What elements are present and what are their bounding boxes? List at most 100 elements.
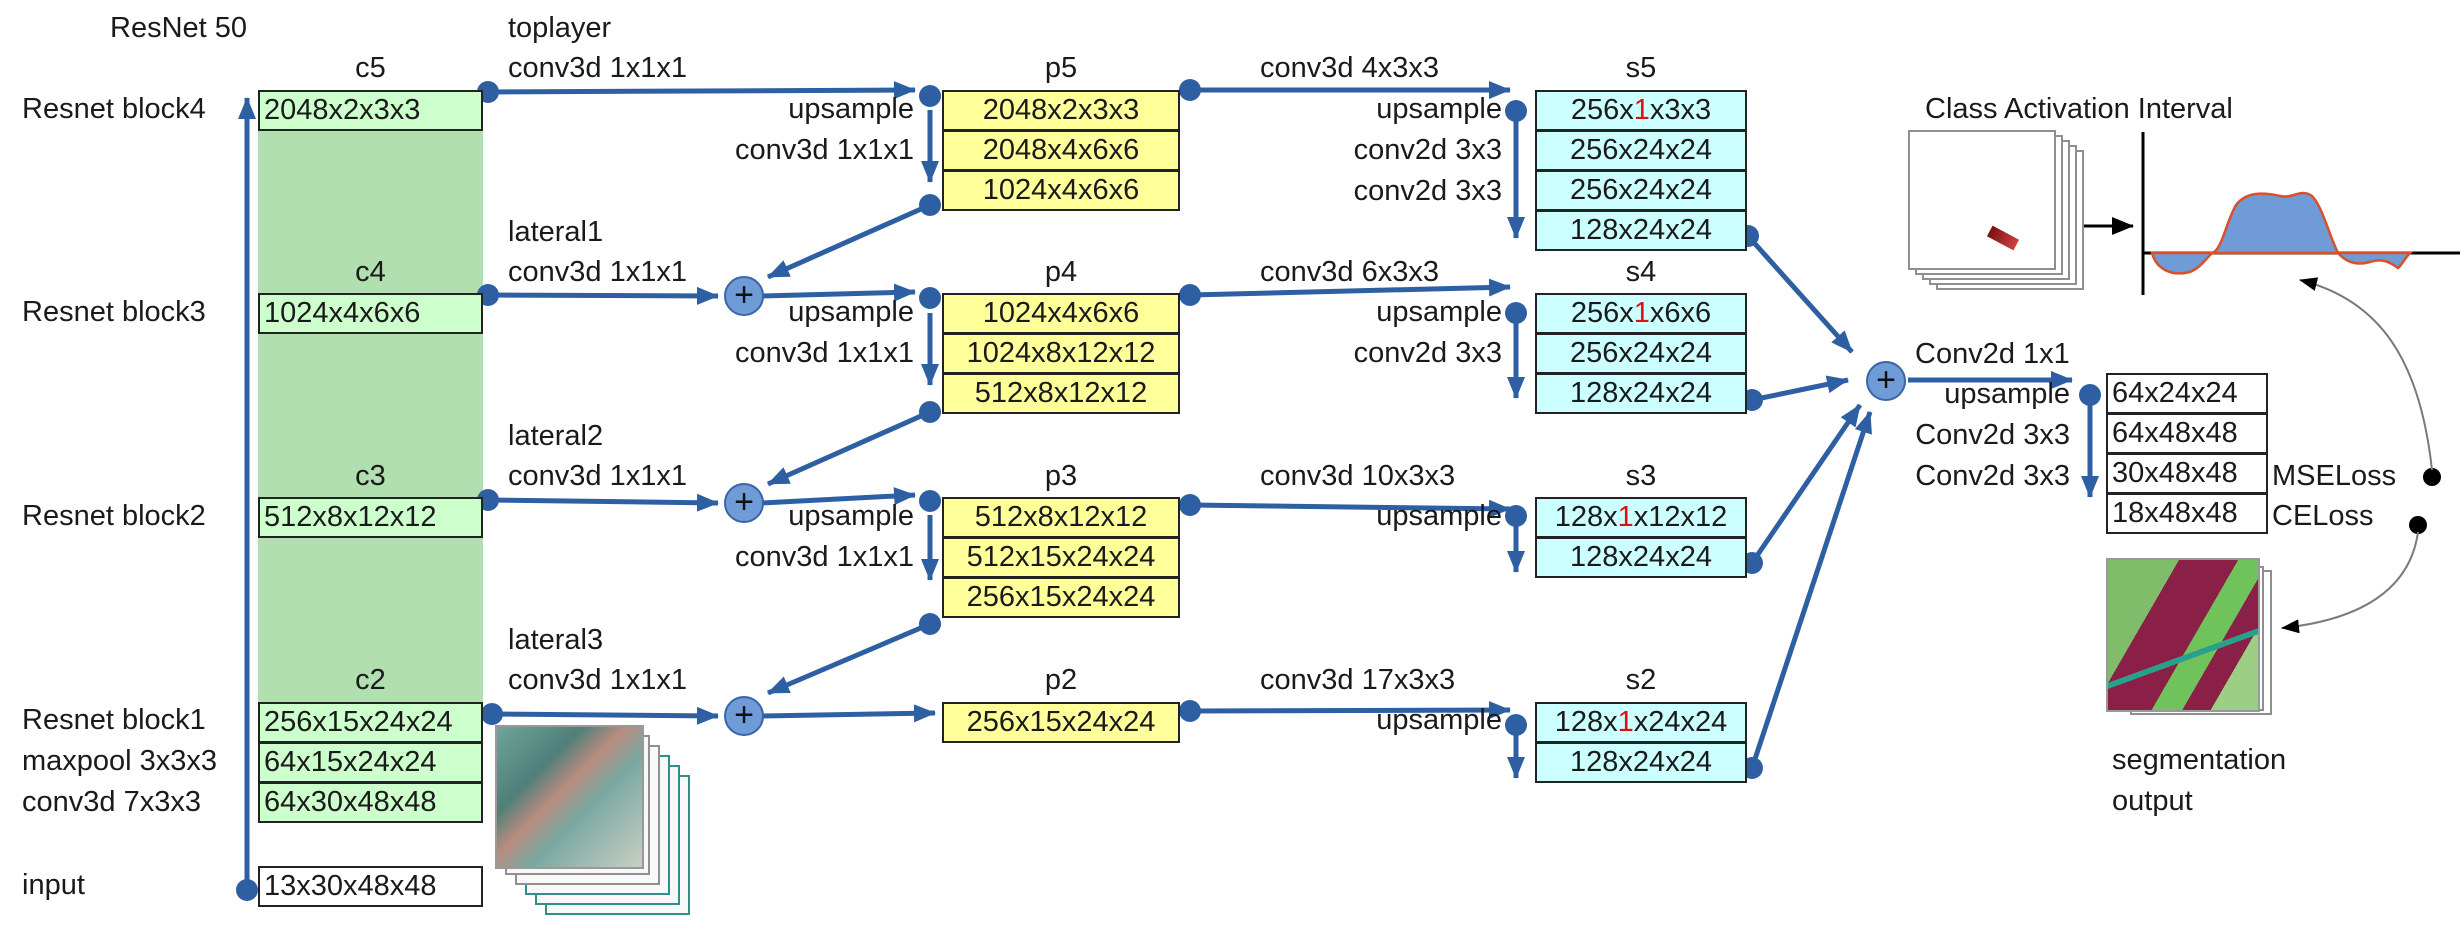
lateral2-op: conv3d 1x1x1 bbox=[508, 460, 687, 492]
s5-upsample-label: upsample bbox=[1376, 93, 1502, 125]
p3-upsample-label: upsample bbox=[788, 500, 914, 532]
plus2-to-p3 bbox=[761, 487, 916, 506]
mse-loss-label: MSELoss bbox=[2272, 460, 2397, 492]
c3-label: c3 bbox=[355, 460, 386, 492]
head-box-2: 30x48x48 bbox=[2106, 453, 2268, 494]
lateral3-op: conv3d 1x1x1 bbox=[508, 664, 687, 696]
c3-box: 512x8x12x12 bbox=[258, 497, 483, 538]
s2-to-sum bbox=[1749, 411, 1873, 769]
s4-box-1: 256x24x24 bbox=[1535, 333, 1747, 374]
lateral1-name: lateral1 bbox=[508, 216, 604, 248]
p3-box-0: 512x8x12x12 bbox=[942, 497, 1180, 538]
maxpool-box: 64x15x24x24 bbox=[258, 742, 483, 783]
p2-box-0: 256x15x24x24 bbox=[942, 702, 1180, 743]
s2-box-0: 128x1x24x24 bbox=[1535, 702, 1747, 743]
lateral2-arrow bbox=[487, 493, 719, 512]
s2-label: s2 bbox=[1625, 664, 1657, 696]
conv-6x3x3-label: conv3d 6x3x3 bbox=[1260, 256, 1439, 288]
row-label-block3: Resnet block3 bbox=[22, 296, 206, 328]
p4-box-0: 1024x4x6x6 bbox=[942, 293, 1180, 334]
s5-box-0: 256x1x3x3 bbox=[1535, 90, 1747, 131]
mse-to-cai-arrow bbox=[2299, 277, 2433, 471]
cai-input-stack bbox=[1908, 130, 2088, 295]
s4-to-sum bbox=[1751, 375, 1849, 403]
seg-output-label-2: output bbox=[2112, 785, 2193, 817]
cai-title: Class Activation Interval bbox=[1925, 93, 2233, 125]
p3-to-plus3 bbox=[767, 621, 931, 696]
s4-label: s4 bbox=[1625, 256, 1657, 288]
p5-box-0: 2048x2x3x3 bbox=[942, 90, 1180, 131]
p3-box-2: 256x15x24x24 bbox=[942, 577, 1180, 618]
s3-box-0: 128x1x12x12 bbox=[1535, 497, 1747, 538]
c4-box: 1024x4x6x6 bbox=[258, 293, 483, 334]
c2-label: c2 bbox=[355, 664, 386, 696]
p4-conv-label: conv3d 1x1x1 bbox=[735, 337, 914, 369]
ce-to-seg-arrow bbox=[2281, 531, 2419, 634]
s4-box-2: 128x24x24 bbox=[1535, 373, 1747, 414]
row-label-conv3d: conv3d 7x3x3 bbox=[22, 786, 201, 818]
backbone-column bbox=[258, 90, 483, 785]
s5-box-2: 256x24x24 bbox=[1535, 170, 1747, 211]
head-box-0: 64x24x24 bbox=[2106, 373, 2268, 414]
seg-output-label-1: segmentation bbox=[2112, 744, 2287, 776]
p4-box-1: 1024x8x12x12 bbox=[942, 333, 1180, 374]
s2-upsample-label: upsample bbox=[1376, 704, 1502, 736]
c2-box: 256x15x24x24 bbox=[258, 702, 483, 743]
row-label-input: input bbox=[22, 869, 85, 901]
lateral3-arrow bbox=[491, 706, 719, 725]
lateral1-arrow bbox=[487, 286, 719, 305]
resnet-title: ResNet 50 bbox=[110, 12, 248, 44]
sum-node-3: + bbox=[724, 696, 764, 736]
row-label-block4: Resnet block4 bbox=[22, 93, 206, 125]
head-box-1: 64x48x48 bbox=[2106, 413, 2268, 454]
head-upsample-label: upsample bbox=[1944, 378, 2070, 410]
conv-6x3x3-arrow bbox=[1189, 278, 1511, 298]
plus3-to-p2 bbox=[761, 704, 936, 723]
c5-box: 2048x2x3x3 bbox=[258, 90, 483, 131]
p3-conv-label: conv3d 1x1x1 bbox=[735, 541, 914, 573]
s3-box-1: 128x24x24 bbox=[1535, 537, 1747, 578]
row-label-block1: Resnet block1 bbox=[22, 704, 206, 736]
s5-box-1: 256x24x24 bbox=[1535, 130, 1747, 171]
p3-box-1: 512x15x24x24 bbox=[942, 537, 1180, 578]
input-image-stack bbox=[495, 725, 695, 915]
conv-17x3x3-arrow bbox=[1189, 701, 1511, 720]
conv-17x3x3-label: conv3d 17x3x3 bbox=[1260, 664, 1456, 696]
p4-upsample-label: upsample bbox=[788, 296, 914, 328]
p4-box-2: 512x8x12x12 bbox=[942, 373, 1180, 414]
p2-label: p2 bbox=[1044, 664, 1078, 696]
s5-box-3: 128x24x24 bbox=[1535, 210, 1747, 251]
class-activation-plot bbox=[1995, 132, 2460, 295]
plus1-to-p4 bbox=[761, 283, 916, 302]
head-conv3x3-label-b: Conv2d 3x3 bbox=[1915, 460, 2070, 492]
final-sum-node: + bbox=[1866, 361, 1906, 401]
segmentation-output-stack bbox=[2106, 558, 2276, 718]
lateral3-name: lateral3 bbox=[508, 624, 604, 656]
head-conv3x3-label-a: Conv2d 3x3 bbox=[1915, 419, 2070, 451]
toplayer-name: toplayer bbox=[508, 12, 612, 44]
toplayer-arrow bbox=[487, 81, 916, 100]
conv-10x3x3-label: conv3d 10x3x3 bbox=[1260, 460, 1456, 492]
c4-label: c4 bbox=[355, 256, 386, 288]
s5-label: s5 bbox=[1625, 52, 1657, 84]
s3-to-sum bbox=[1749, 403, 1863, 565]
p5-box-1: 2048x4x6x6 bbox=[942, 130, 1180, 171]
input-box: 13x30x48x48 bbox=[258, 866, 483, 907]
c5-label: c5 bbox=[355, 52, 386, 84]
s4-upsample-label: upsample bbox=[1376, 296, 1502, 328]
p5-to-plus1 bbox=[766, 202, 932, 280]
p5-conv-label: conv3d 1x1x1 bbox=[735, 134, 914, 166]
sum-node-1: + bbox=[724, 276, 764, 316]
lateral2-name: lateral2 bbox=[508, 420, 604, 452]
row-label-maxpool: maxpool 3x3x3 bbox=[22, 745, 218, 777]
p5-box-2: 1024x4x6x6 bbox=[942, 170, 1180, 211]
row-label-block2: Resnet block2 bbox=[22, 500, 206, 532]
sum-node-2: + bbox=[724, 483, 764, 523]
conv-4x3x3-label: conv3d 4x3x3 bbox=[1260, 52, 1439, 84]
conv3d-box: 64x30x48x48 bbox=[258, 782, 483, 823]
p3-label: p3 bbox=[1044, 460, 1078, 492]
ce-loss-label: CELoss bbox=[2272, 500, 2374, 532]
s4-box-0: 256x1x6x6 bbox=[1535, 293, 1747, 334]
